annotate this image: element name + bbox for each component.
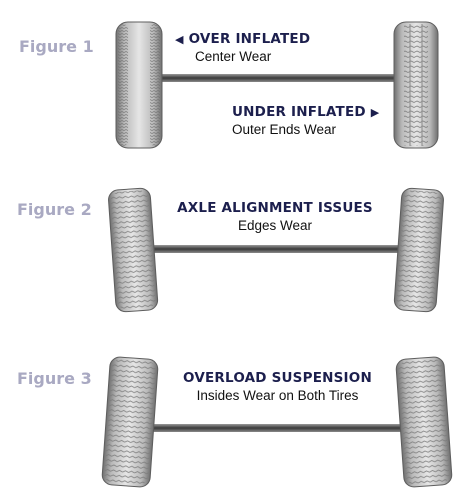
- figure-2: Figure 2 AXLE ALIGNMENT ISSUES Edges Wea…: [0, 175, 474, 325]
- caption-over-inflated: ◀ OVER INFLATED Center Wear: [175, 31, 325, 64]
- caption-subtitle: Center Wear: [195, 49, 272, 64]
- tire-icon: [393, 21, 439, 149]
- caption-subtitle: Insides Wear on Both Tires: [196, 388, 359, 403]
- axle-bar: [150, 245, 406, 253]
- tire-icon: [108, 187, 159, 313]
- right-arrow-icon: ▶: [370, 106, 380, 119]
- caption-title: OVERLOAD SUSPENSION: [183, 370, 372, 386]
- figure-3-axle-diagram: [101, 356, 453, 488]
- tire-icon: [395, 356, 453, 488]
- figure-2-axle-diagram: [108, 187, 444, 313]
- caption-title: OVER INFLATED: [188, 31, 311, 47]
- tire-icon: [115, 21, 163, 149]
- tire-icon: [393, 187, 444, 313]
- caption-subtitle: Edges Wear: [237, 218, 313, 233]
- axle-bar: [152, 424, 402, 432]
- caption-under-inflated: UNDER INFLATED ▶ Outer Ends Wear: [232, 104, 392, 137]
- left-arrow-icon: ◀: [175, 33, 184, 46]
- caption-title: AXLE ALIGNMENT ISSUES: [177, 200, 373, 216]
- figure-1-axle-diagram: [115, 21, 439, 149]
- caption-overload-suspension: OVERLOAD SUSPENSION Insides Wear on Both…: [165, 370, 390, 403]
- caption-axle-alignment: AXLE ALIGNMENT ISSUES Edges Wear: [170, 200, 380, 233]
- figure-3-label: Figure 3: [17, 369, 92, 388]
- figure-3: Figure 3 OVERLOAD SUSPENSION Insides Wea…: [0, 340, 474, 490]
- caption-title: UNDER INFLATED: [232, 104, 366, 120]
- figure-1: Figure 1: [0, 0, 474, 160]
- figure-2-label: Figure 2: [17, 200, 92, 219]
- figure-1-label: Figure 1: [19, 37, 94, 56]
- tire-icon: [101, 356, 159, 488]
- axle-bar: [158, 74, 398, 82]
- caption-subtitle: Outer Ends Wear: [232, 122, 337, 137]
